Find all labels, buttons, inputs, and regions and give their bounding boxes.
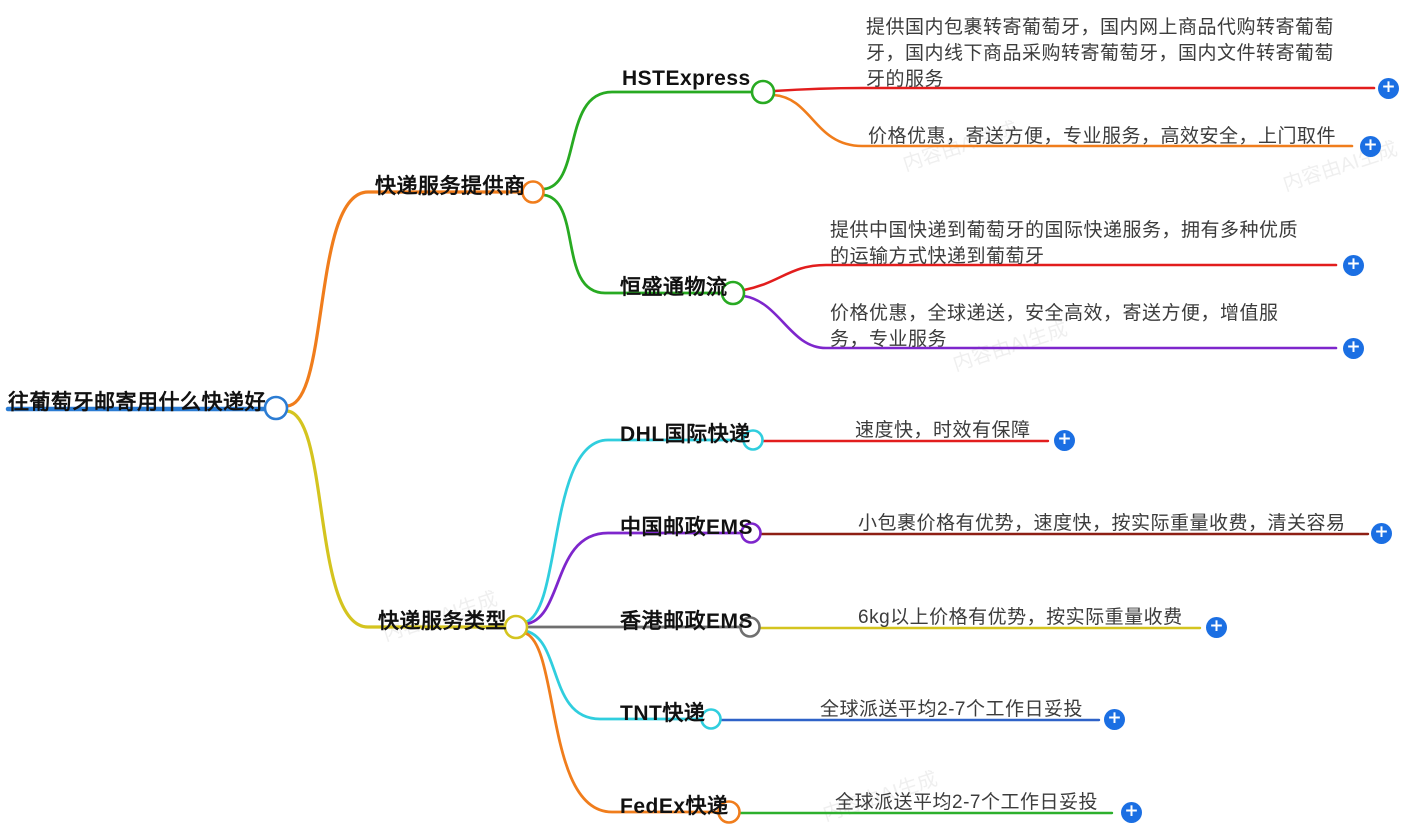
node-handle-chinaems[interactable] bbox=[740, 522, 762, 544]
edge-types-chinaems bbox=[524, 531, 743, 626]
leaf-hstexpress-benefits[interactable]: 价格优惠，寄送方便，专业服务，高效安全，上门取件 bbox=[868, 126, 1337, 147]
edge-providers-hengshengtong bbox=[542, 193, 724, 295]
add-node-plus-icon[interactable] bbox=[1371, 523, 1392, 544]
leaf-hstexpress-services[interactable]: 提供国内包裹转寄葡萄牙，国内网上商品代购转寄葡萄牙，国内线下商品采购转寄葡萄牙，… bbox=[866, 17, 1335, 90]
node-handle-root[interactable] bbox=[263, 395, 289, 421]
leaf-hkems-feature[interactable]: 6kg以上价格有优势，按实际重量收费 bbox=[858, 607, 1183, 628]
add-node-plus-icon[interactable] bbox=[1360, 136, 1381, 157]
edge-root-types bbox=[285, 409, 507, 629]
branch-types-label[interactable]: 快递服务类型 bbox=[378, 610, 507, 633]
node-handle-fedex[interactable] bbox=[717, 800, 741, 824]
edge-hstexpress-leaf2 bbox=[772, 93, 1354, 148]
leaf-fedex-feature[interactable]: 全球派送平均2-7个工作日妥投 bbox=[835, 792, 1098, 813]
node-dhl-label[interactable]: DHL国际快递 bbox=[620, 423, 751, 446]
add-node-plus-icon[interactable] bbox=[1206, 617, 1227, 638]
node-hengshengtong-label[interactable]: 恒盛通物流 bbox=[620, 276, 728, 299]
node-hstexpress-label[interactable]: HSTExpress bbox=[622, 67, 751, 90]
node-chinaems-label[interactable]: 中国邮政EMS bbox=[620, 516, 754, 539]
leaf-hengshengtong-benefits[interactable]: 价格优惠，全球递送，安全高效，寄送方便，增值服务，专业服务 bbox=[830, 303, 1279, 350]
leaf-tnt-feature[interactable]: 全球派送平均2-7个工作日妥投 bbox=[820, 699, 1083, 720]
edge-types-fedex bbox=[523, 631, 720, 814]
root-node-label[interactable]: 往葡萄牙邮寄用什么快递好 bbox=[8, 391, 266, 414]
node-handle-providers[interactable] bbox=[521, 180, 545, 204]
node-handle-hengshengtong[interactable] bbox=[720, 280, 746, 306]
add-node-plus-icon[interactable] bbox=[1104, 709, 1125, 730]
node-handle-tnt[interactable] bbox=[700, 708, 722, 730]
edge-hstexpress-leaf1 bbox=[772, 86, 1376, 93]
add-node-plus-icon[interactable] bbox=[1054, 430, 1075, 451]
edge-hengshengtong-leaf1 bbox=[742, 263, 1338, 292]
edge-hengshengtong-leaf2 bbox=[742, 294, 1338, 350]
edge-providers-hstexpress bbox=[542, 90, 754, 191]
branch-providers-label[interactable]: 快递服务提供商 bbox=[375, 175, 526, 198]
node-handle-types[interactable] bbox=[503, 614, 529, 640]
node-handle-dhl[interactable] bbox=[742, 429, 764, 451]
edge-types-tnt bbox=[524, 629, 703, 721]
add-node-plus-icon[interactable] bbox=[1343, 338, 1364, 359]
edge-types-dhl bbox=[524, 438, 745, 624]
node-handle-hkems[interactable] bbox=[739, 616, 761, 638]
node-tnt-label[interactable]: TNT快递 bbox=[620, 702, 706, 725]
add-node-plus-icon[interactable] bbox=[1121, 802, 1142, 823]
add-node-plus-icon[interactable] bbox=[1378, 78, 1399, 99]
leaf-dhl-feature[interactable]: 速度快，时效有保障 bbox=[855, 420, 1031, 441]
edge-root-providers bbox=[285, 190, 524, 408]
add-node-plus-icon[interactable] bbox=[1343, 255, 1364, 276]
leaf-chinaems-feature[interactable]: 小包裹价格有优势，速度快，按实际重量收费，清关容易 bbox=[858, 513, 1346, 534]
node-fedex-label[interactable]: FedEx快递 bbox=[620, 795, 729, 818]
node-handle-hstexpress[interactable] bbox=[750, 79, 776, 105]
leaf-hengshengtong-services[interactable]: 提供中国快递到葡萄牙的国际快递服务，拥有多种优质的运输方式快递到葡萄牙 bbox=[830, 220, 1299, 267]
node-hkems-label[interactable]: 香港邮政EMS bbox=[620, 610, 754, 633]
